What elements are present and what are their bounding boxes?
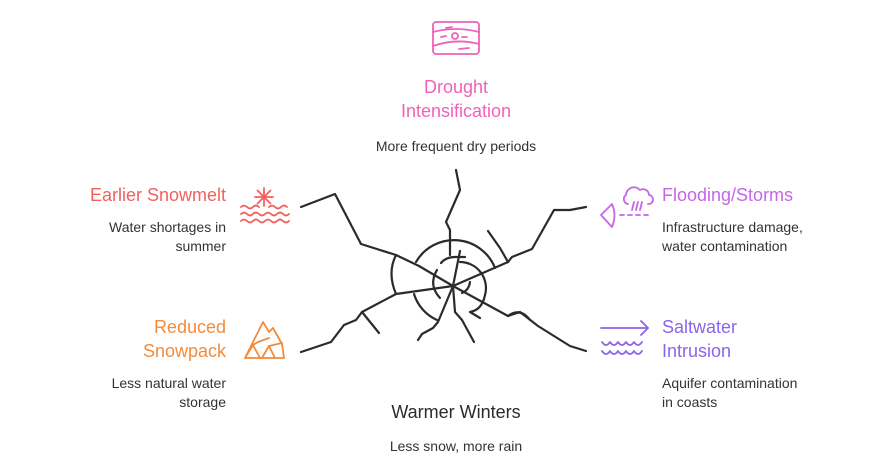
snowpack-title-line: Snowpack [142, 341, 226, 361]
flooding-description: Infrastructure damage, water contaminati… [662, 218, 882, 256]
drought-title-line: Drought [423, 77, 489, 97]
crack-line [506, 310, 588, 353]
center-description: Less snow, more rain [389, 438, 523, 454]
snowpack-description-line: Less natural water [111, 375, 226, 391]
dry-land-icon [432, 21, 480, 55]
drought-title-line: Intensification [400, 101, 512, 121]
crack-line [416, 249, 462, 342]
snowflake-water-icon [240, 187, 290, 224]
saltwater-title-line: Intrusion [662, 341, 732, 361]
snowmelt-title: Earlier Snowmelt [30, 183, 226, 207]
crack-line [451, 284, 510, 318]
snowmelt-description: Water shortages in summer [30, 218, 226, 256]
flooding-description-line: Infrastructure damage, [662, 219, 803, 235]
crack-line [486, 229, 510, 264]
flooding-description-line: water contamination [662, 238, 788, 254]
drought-description-line: More frequent dry periods [375, 138, 537, 154]
center-title: Warmer Winters [391, 402, 521, 422]
crack-line [412, 292, 439, 322]
crack-line [451, 260, 510, 288]
snowmelt-description-line: summer [175, 238, 226, 254]
crack-line [360, 310, 381, 335]
crack-line [458, 260, 488, 320]
saltwater-description-line: Aquifer contamination [662, 375, 798, 391]
crack-line [506, 311, 532, 322]
snowpack-title: Reduced Snowpack [30, 315, 226, 363]
saltwater-description: Aquifer contamination in coasts [662, 374, 882, 412]
snowpack-title-line: Reduced [153, 317, 226, 337]
saltwater-description-line: in coasts [662, 394, 718, 410]
crack-line [390, 253, 398, 296]
crack-line [444, 168, 462, 257]
saltwater-title: Saltwater Intrusion [662, 315, 882, 363]
drought-title: Drought Intensification [356, 75, 556, 123]
storm-cloud-icon [600, 186, 654, 228]
crack-line [451, 284, 476, 344]
crack-line [299, 284, 455, 354]
snowmelt-description-line: Water shortages in [109, 219, 226, 235]
flooding-title-line: Flooding/Storms [662, 185, 794, 205]
crack-line [439, 255, 467, 265]
snowpack-description-line: storage [179, 394, 226, 410]
flooding-title: Flooding/Storms [662, 183, 882, 207]
saltwater-title-line: Saltwater [662, 317, 738, 337]
crack-line [432, 268, 442, 300]
crack-line [506, 205, 588, 264]
snowpack-description: Less natural water storage [30, 374, 226, 412]
arrow-waves-icon [600, 320, 649, 355]
crack-line [299, 192, 455, 288]
drought-description: More frequent dry periods [336, 137, 576, 156]
mountain-icon [244, 321, 285, 359]
snowmelt-title-line: Earlier Snowmelt [89, 185, 226, 205]
crack-line [414, 239, 497, 270]
